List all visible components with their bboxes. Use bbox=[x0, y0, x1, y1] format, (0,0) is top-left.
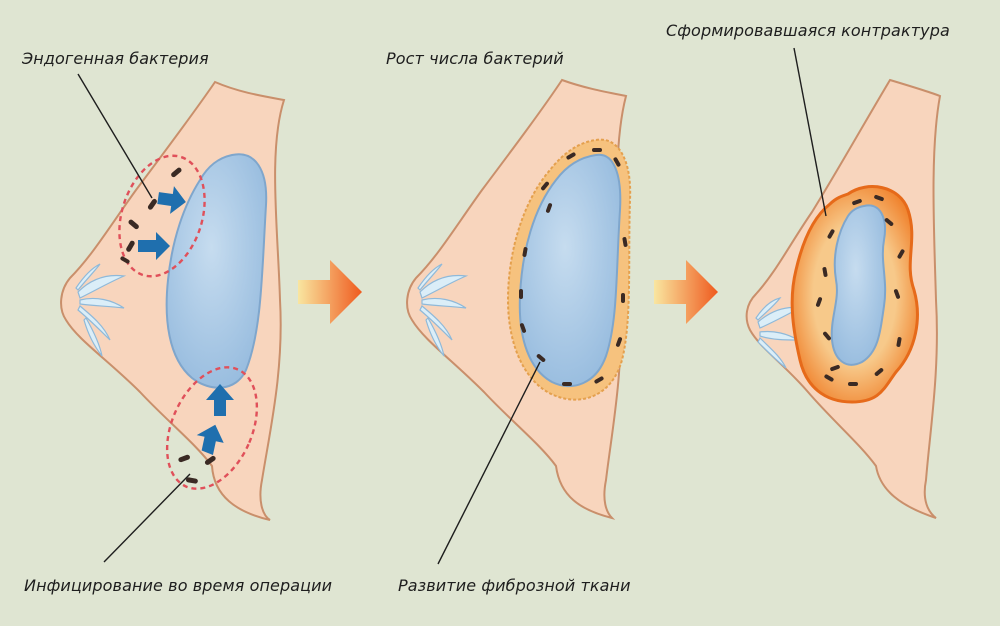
stage-arrow-1 bbox=[298, 260, 362, 324]
bacteria-zone-lower bbox=[165, 366, 259, 490]
milk-ducts bbox=[417, 263, 469, 357]
breast-implant bbox=[518, 153, 622, 387]
leader-line-infection-during-surgery bbox=[103, 473, 191, 563]
bacteria-in-capsule bbox=[815, 194, 905, 386]
leader-line-endogenous-bacteria bbox=[77, 73, 153, 199]
stage-1-breast bbox=[60, 80, 286, 521]
breast-implant-contracted bbox=[830, 204, 887, 366]
milk-ducts bbox=[75, 263, 127, 357]
stage-3-breast bbox=[745, 78, 942, 519]
bacteria-cluster-upper bbox=[120, 167, 182, 264]
label-fibrous-tissue-development: Развитие фиброзной ткани bbox=[398, 576, 631, 595]
leader-lines bbox=[77, 47, 827, 565]
leader-line-fibrous-tissue bbox=[437, 361, 541, 565]
bacteria-zone-upper bbox=[118, 154, 206, 278]
milk-ducts bbox=[755, 297, 802, 369]
label-endogenous-bacteria: Эндогенная бактерия bbox=[22, 49, 209, 68]
bacteria-on-capsule bbox=[519, 148, 628, 386]
label-bacteria-growth: Рост числа бактерий bbox=[386, 49, 564, 68]
leader-line-formed-contracture bbox=[793, 47, 827, 217]
bacteria-cluster-lower bbox=[178, 454, 216, 484]
stage-arrow-2 bbox=[654, 260, 718, 324]
bacteria-flow-arrows bbox=[138, 186, 234, 455]
label-formed-contracture: Сформировавшаяся контрактура bbox=[666, 21, 950, 40]
label-infection-during-surgery: Инфицирование во время операции bbox=[24, 576, 333, 595]
stage-2-breast bbox=[406, 78, 632, 520]
breast-implant bbox=[165, 153, 268, 389]
